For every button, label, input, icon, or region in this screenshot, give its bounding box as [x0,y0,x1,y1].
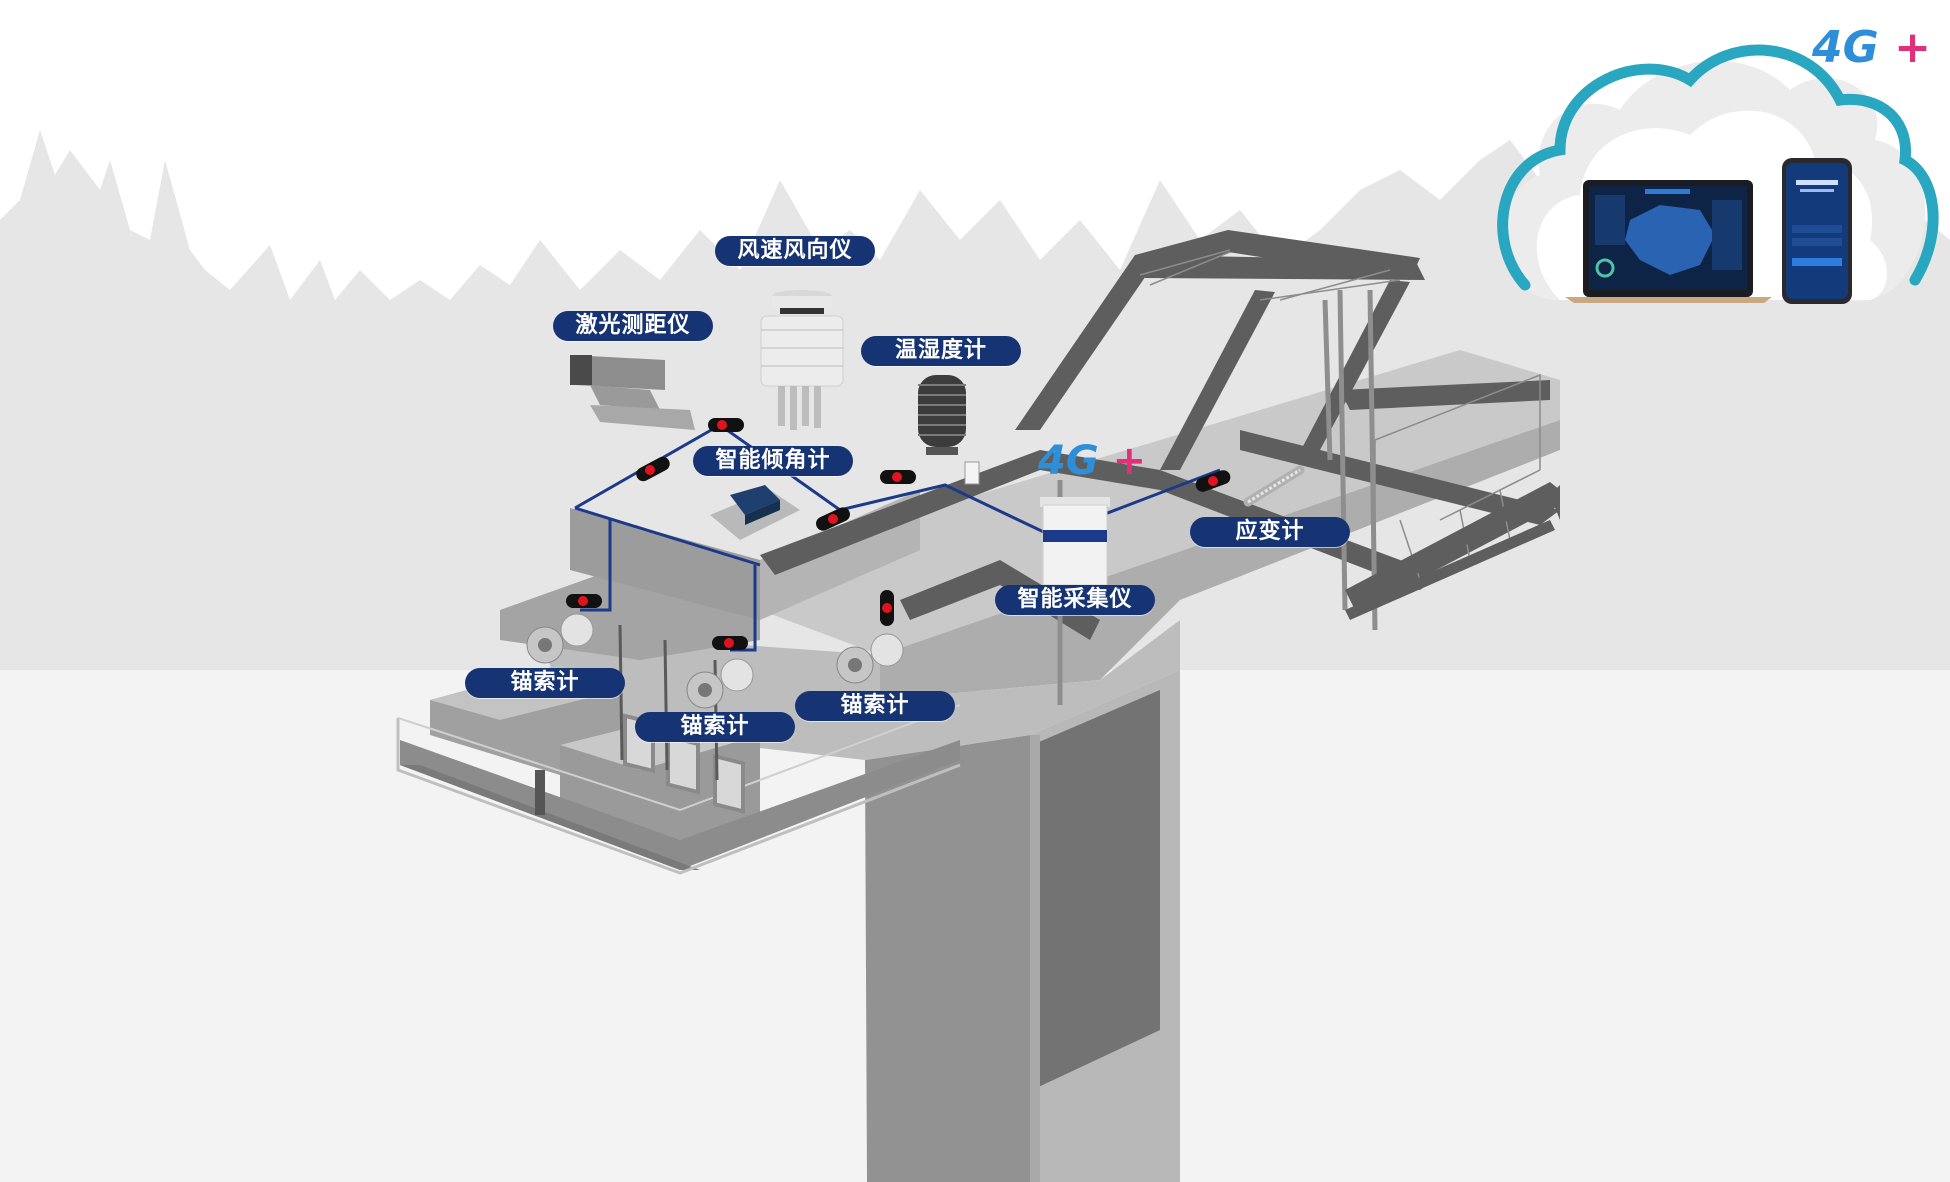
anchor-meter-device [526,613,594,664]
data-collector-device [1040,497,1110,586]
thermo-hygrometer-device [918,375,980,485]
node-icon [880,590,894,626]
label-inclinometer: 智能倾角计 [693,446,853,476]
node-icon [880,470,916,484]
node-icon [712,636,748,650]
inclinometer-device [710,485,800,540]
anchor-meter-device [836,633,904,684]
label-thermo-hygrometer: 温湿度计 [861,336,1021,366]
signal-4g-icon: 4G + [1038,438,1146,484]
collector-badge-text: 4G [1038,438,1099,484]
network-badge-text: 4G [1812,22,1879,73]
label-data-collector: 智能采集仪 [995,585,1155,615]
laptop-icon [1565,180,1772,303]
anemometer-device [760,290,844,430]
label-anchor-meter: 锚索计 [795,691,955,721]
right-walkway [1345,482,1560,620]
plus-icon: + [1112,438,1147,484]
node-icon [708,418,744,432]
strain-gauge-device [1243,465,1305,507]
label-strain-gauge: 应变计 [1190,517,1350,547]
plus-icon: + [1894,22,1931,73]
node-icon [566,594,602,608]
label-anchor-meter: 锚索计 [635,712,795,742]
label-anchor-meter: 锚索计 [465,668,625,698]
phone-icon [1782,158,1852,304]
node-icon [636,456,670,482]
anchor-meter-device [686,658,754,709]
node-icon [1195,470,1231,492]
laser-rangefinder-device [570,355,695,430]
left-platform [396,560,961,875]
node-icon [816,507,850,531]
label-laser-rangefinder: 激光测距仪 [553,311,713,341]
label-anemometer: 风速风向仪 [715,236,875,266]
signal-4g-icon: 4G + [1812,22,1931,73]
steel-truss [760,230,1560,640]
bridge-pillar [865,670,1180,1182]
sensor-nodes [566,418,1231,650]
